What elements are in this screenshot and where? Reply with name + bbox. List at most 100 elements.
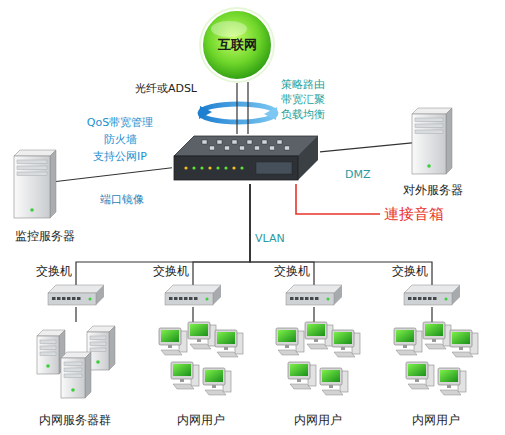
router-port <box>232 140 237 144</box>
router-side <box>298 136 318 180</box>
switch-port <box>194 297 198 300</box>
pc-stand <box>180 379 184 382</box>
pc-screen <box>396 330 414 342</box>
pc-monitor <box>159 328 181 345</box>
switch-front <box>286 293 334 305</box>
router-port <box>247 140 252 144</box>
node-label: 交换机 <box>34 264 74 279</box>
node-icon <box>286 285 342 307</box>
pc-screen <box>278 330 296 342</box>
pc-keyboard <box>307 344 328 349</box>
router-led <box>184 166 187 169</box>
network-link <box>75 307 76 322</box>
router-led <box>200 166 203 169</box>
switch-port <box>315 297 319 300</box>
switch-led <box>327 298 330 301</box>
edge-label: VLAN <box>255 232 295 246</box>
node-icon <box>412 108 452 174</box>
user-computer <box>406 362 434 389</box>
node-icon <box>392 322 480 404</box>
edge-label: DMZ <box>345 168 385 182</box>
pc-stand <box>432 339 436 342</box>
router-led <box>216 166 219 169</box>
pc-monitor <box>394 328 416 345</box>
router-port <box>277 140 282 144</box>
server-led <box>96 360 100 364</box>
switch-top <box>286 285 342 293</box>
pc-stand <box>341 347 345 350</box>
switch-side <box>96 285 104 305</box>
pc-screen <box>161 330 179 342</box>
router-port <box>270 146 275 150</box>
router-top <box>174 136 318 156</box>
router-front <box>174 156 298 180</box>
network-link <box>250 184 314 285</box>
switch-front <box>165 293 213 305</box>
server-bay <box>17 166 47 170</box>
pc-stand <box>224 347 228 350</box>
pc-monitor <box>332 330 354 347</box>
pc-keyboard <box>173 384 194 389</box>
pc-monitor <box>215 330 237 347</box>
node-icon <box>14 150 56 218</box>
node-label: QoS带宽管理 防火墙 支持公网IP <box>83 114 157 165</box>
node-label: 对外服务器 <box>393 183 473 198</box>
router-port <box>217 140 222 144</box>
pc-monitor <box>203 368 225 385</box>
pc-stand <box>212 385 216 388</box>
switch-port <box>57 297 61 300</box>
switch-port <box>418 297 422 300</box>
pc-screen <box>440 370 458 382</box>
server-side <box>446 108 452 174</box>
router-port <box>210 146 215 150</box>
node-label: 内网用户 <box>161 413 241 428</box>
network-switch: 交换机 <box>48 285 104 307</box>
switch-port <box>300 297 304 300</box>
user-computer <box>394 328 422 355</box>
pc-keyboard <box>408 384 429 389</box>
pc-screen <box>190 324 208 336</box>
server-bay <box>415 118 443 122</box>
pc-stand <box>415 379 419 382</box>
switch-side <box>213 285 221 305</box>
node-label: 内网用户 <box>396 413 476 428</box>
pc-keyboard <box>290 384 311 389</box>
speaker-note: 連接音箱 <box>384 205 464 223</box>
pc-monitor <box>320 368 342 385</box>
server-bay <box>415 130 443 134</box>
switch-port <box>428 297 432 300</box>
user-computer <box>305 322 333 349</box>
pc-screen <box>322 370 340 382</box>
server-led <box>46 364 50 368</box>
external-server: 对外服务器 <box>412 108 452 174</box>
pc-keyboard <box>205 390 226 395</box>
node-label: 互联网 <box>199 37 275 52</box>
node-icon <box>48 285 104 307</box>
uplink-wire <box>247 82 248 134</box>
server-bay <box>90 348 106 352</box>
pc-keyboard <box>425 344 446 349</box>
switch-port <box>310 297 314 300</box>
pc-monitor <box>406 362 428 379</box>
server-front <box>14 156 50 218</box>
router-led <box>192 166 195 169</box>
pc-keyboard <box>190 344 211 349</box>
switch-port <box>77 297 81 300</box>
pc-screen <box>307 324 325 336</box>
server-bay <box>40 346 56 350</box>
network-link <box>192 307 193 322</box>
router-port <box>225 146 230 150</box>
node-icon <box>404 285 460 307</box>
pc-keyboard <box>278 350 299 355</box>
network-switch: 交换机 <box>165 285 221 307</box>
network-switch: 交换机 <box>286 285 342 307</box>
pc-keyboard <box>440 390 461 395</box>
pc-screen <box>425 324 443 336</box>
router-device: QoS带宽管理 防火墙 支持公网IP <box>172 134 320 184</box>
edge-label: 光纤或ADSL <box>117 82 197 96</box>
pc-monitor <box>288 362 310 379</box>
network-switch: 交换机 <box>404 285 460 307</box>
switch-port <box>169 297 173 300</box>
pc-monitor <box>305 322 327 339</box>
node-icon <box>35 322 119 404</box>
